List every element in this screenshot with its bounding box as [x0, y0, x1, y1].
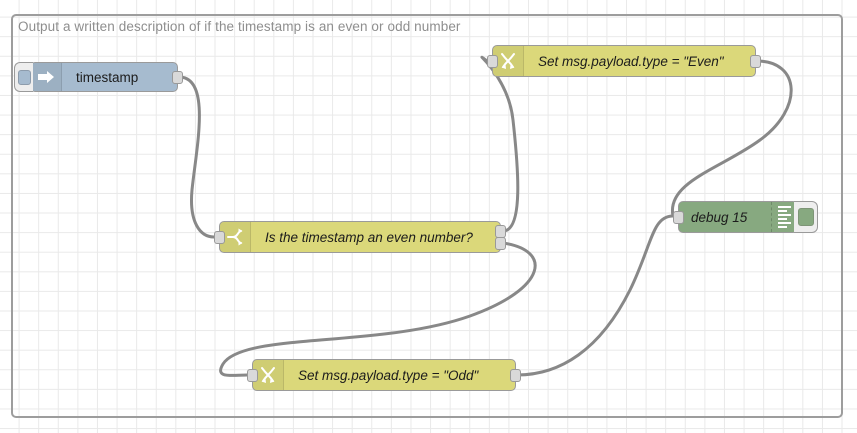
node-switch-label: Is the timestamp an even number? — [265, 229, 473, 245]
port-output-switch-2[interactable] — [495, 237, 506, 250]
wire-odd-to-debug[interactable] — [515, 214, 675, 377]
wire-inject-to-switch[interactable] — [177, 75, 216, 239]
port-output-inject[interactable] — [172, 71, 183, 84]
debug-lines-icon — [771, 202, 796, 232]
change-swap-icon — [493, 46, 524, 76]
flow-group-label: Output a written description of if the t… — [18, 19, 461, 34]
switch-branch-icon — [220, 222, 251, 252]
port-input-switch[interactable] — [214, 231, 225, 244]
wire-even-to-debug[interactable] — [671, 59, 793, 218]
node-switch-even-check[interactable]: Is the timestamp an even number? — [214, 221, 506, 253]
arrow-right-icon — [31, 63, 62, 91]
wire-switch-out2-to-odd[interactable] — [219, 241, 537, 377]
node-change-odd-label: Set msg.payload.type = "Odd" — [298, 367, 479, 383]
inject-trigger-button[interactable] — [14, 62, 33, 92]
node-change-even[interactable]: Set msg.payload.type = "Even" — [487, 45, 761, 77]
debug-toggle-button[interactable] — [794, 201, 818, 233]
port-output-change-odd[interactable] — [510, 369, 521, 382]
node-change-even-label: Set msg.payload.type = "Even" — [538, 53, 724, 69]
inject-trigger-glyph — [17, 69, 31, 85]
debug-toggle-glyph — [797, 208, 814, 226]
node-inject-timestamp[interactable]: timestamp — [14, 62, 183, 92]
port-input-change-even[interactable] — [487, 55, 498, 68]
change-swap-icon — [253, 360, 284, 390]
node-debug-label: debug 15 — [691, 209, 748, 225]
flow-group-box[interactable] — [11, 14, 843, 418]
port-output-change-even[interactable] — [750, 55, 761, 68]
wire-switch-out1-to-even[interactable] — [480, 55, 520, 233]
port-input-debug[interactable] — [673, 211, 684, 224]
node-change-odd[interactable]: Set msg.payload.type = "Odd" — [247, 359, 521, 391]
node-debug[interactable]: debug 15 — [673, 201, 818, 233]
port-input-change-odd[interactable] — [247, 369, 258, 382]
node-inject-label: timestamp — [76, 69, 139, 85]
